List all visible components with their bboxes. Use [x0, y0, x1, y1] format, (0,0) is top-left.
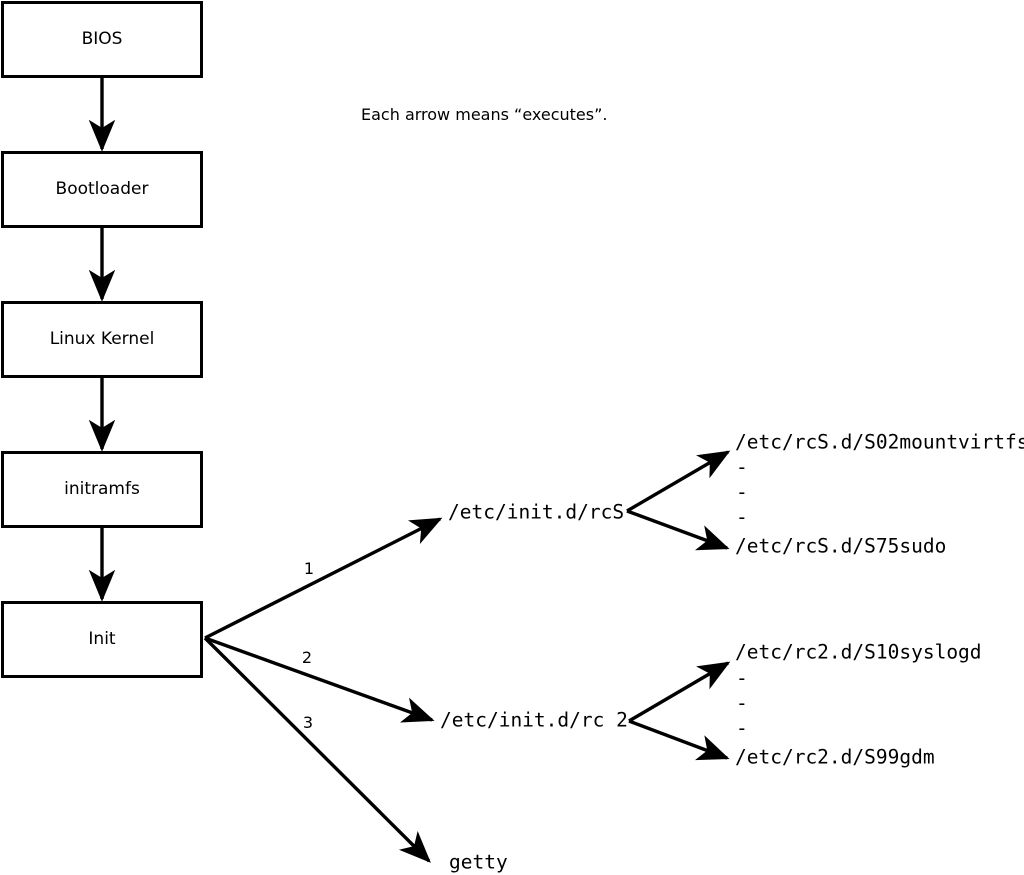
node-bootloader[interactable]: Bootloader — [1, 151, 203, 228]
legend-note: Each arrow means “executes”. — [361, 105, 608, 124]
edge-number-1: 1 — [303, 559, 315, 578]
rc2-ellipsis-mark-3: - — [736, 716, 748, 740]
node-initramfs[interactable]: initramfs — [1, 451, 203, 528]
edge-number-2: 2 — [301, 648, 313, 667]
node-bootloader-label: Bootloader — [55, 179, 149, 199]
node-linux-kernel-label: Linux Kernel — [49, 329, 155, 349]
arrow-rc2-to-last-script — [628, 719, 730, 761]
rc2-last-script-label: /etc/rc2.d/S99gdm — [735, 745, 935, 769]
arrow-init-to-rc2 — [204, 636, 435, 723]
rc2-first-script-label: /etc/rc2.d/S10syslogd — [735, 640, 982, 664]
rcs-ellipsis-mark-1: - — [736, 455, 748, 479]
rcs-first-script-label: /etc/rcS.d/S02mountvirtfs — [735, 430, 1024, 454]
rcs-ellipsis-mark-2: - — [736, 480, 748, 504]
node-rcs-script[interactable]: /etc/init.d/rcS — [448, 500, 625, 524]
node-linux-kernel[interactable]: Linux Kernel — [1, 301, 203, 378]
rcs-ellipsis-mark-3: - — [736, 505, 748, 529]
node-init-label: Init — [88, 629, 116, 649]
arrow-rcs-to-first-script — [626, 450, 731, 513]
node-init[interactable]: Init — [1, 601, 203, 678]
rc2-ellipsis-mark-1: - — [736, 666, 748, 690]
node-initramfs-label: initramfs — [64, 479, 140, 499]
arrow-rcs-to-last-script — [626, 509, 730, 551]
arrow-init-to-getty — [203, 636, 431, 863]
rc2-ellipsis-mark-2: - — [736, 691, 748, 715]
node-bios-label: BIOS — [81, 29, 123, 49]
node-bios[interactable]: BIOS — [1, 1, 203, 78]
arrow-init-to-rcs — [204, 517, 443, 640]
edge-number-3: 3 — [302, 713, 314, 732]
node-rc2-script[interactable]: /etc/init.d/rc 2 — [440, 708, 628, 732]
arrow-rc2-to-first-script — [628, 661, 731, 723]
rcs-last-script-label: /etc/rcS.d/S75sudo — [735, 534, 947, 558]
node-getty[interactable]: getty — [449, 850, 508, 874]
